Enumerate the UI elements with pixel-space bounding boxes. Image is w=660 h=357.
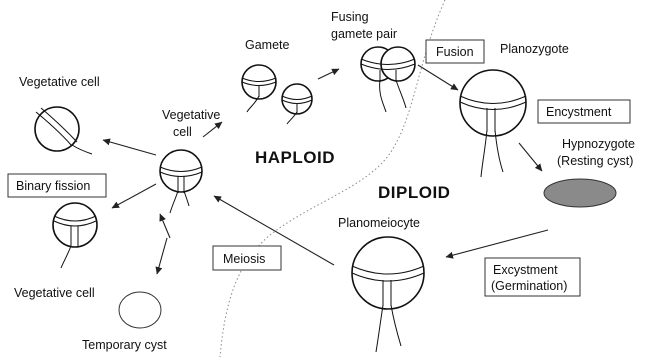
- gamete-cell-left: [242, 65, 276, 112]
- diploid-label: DIPLOID: [378, 183, 450, 202]
- gamete-label: Gamete: [245, 38, 290, 52]
- excystment-label-line1: Excystment: [493, 263, 558, 277]
- planomeiocyte-cell: [352, 237, 424, 352]
- hypnozygote-label-line1: Hypnozygote: [562, 137, 635, 151]
- planozygote-cell: [460, 70, 526, 177]
- vegetative-cell-top-left: [35, 107, 92, 154]
- planozygote-label: Planozygote: [500, 42, 569, 56]
- vegetative-cell-center: [160, 150, 202, 213]
- haploid-label: HAPLOID: [255, 148, 335, 167]
- vegetative-cell-top-label: Vegetative cell: [19, 75, 100, 89]
- meiosis-label: Meiosis: [223, 252, 265, 266]
- excystment-label-line2: (Germination): [491, 279, 567, 293]
- fusing-gamete-pair-cells: [361, 47, 415, 112]
- vegetative-cell-center-label-line1: Vegetative: [162, 108, 220, 122]
- gamete-cell-right: [282, 84, 312, 124]
- vegetative-cell-bottom-left: [53, 203, 97, 268]
- temporary-cyst: [119, 292, 161, 328]
- hypnozygote-resting-cyst: [544, 179, 616, 207]
- encystment-label: Encystment: [546, 105, 612, 119]
- fusion-label: Fusion: [436, 45, 474, 59]
- vegetative-cell-center-label-line2: cell: [173, 125, 192, 139]
- fusing-gamete-pair-label-line1: Fusing: [331, 10, 369, 24]
- hypnozygote-label-line2: (Resting cyst): [557, 154, 633, 168]
- planomeiocyte-label: Planomeiocyte: [338, 216, 420, 230]
- vegetative-cell-bottom-label: Vegetative cell: [14, 286, 95, 300]
- binary-fission-label: Binary fission: [16, 179, 90, 193]
- fusing-gamete-pair-label-line2: gamete pair: [331, 27, 397, 41]
- temporary-cyst-label: Temporary cyst: [82, 338, 167, 352]
